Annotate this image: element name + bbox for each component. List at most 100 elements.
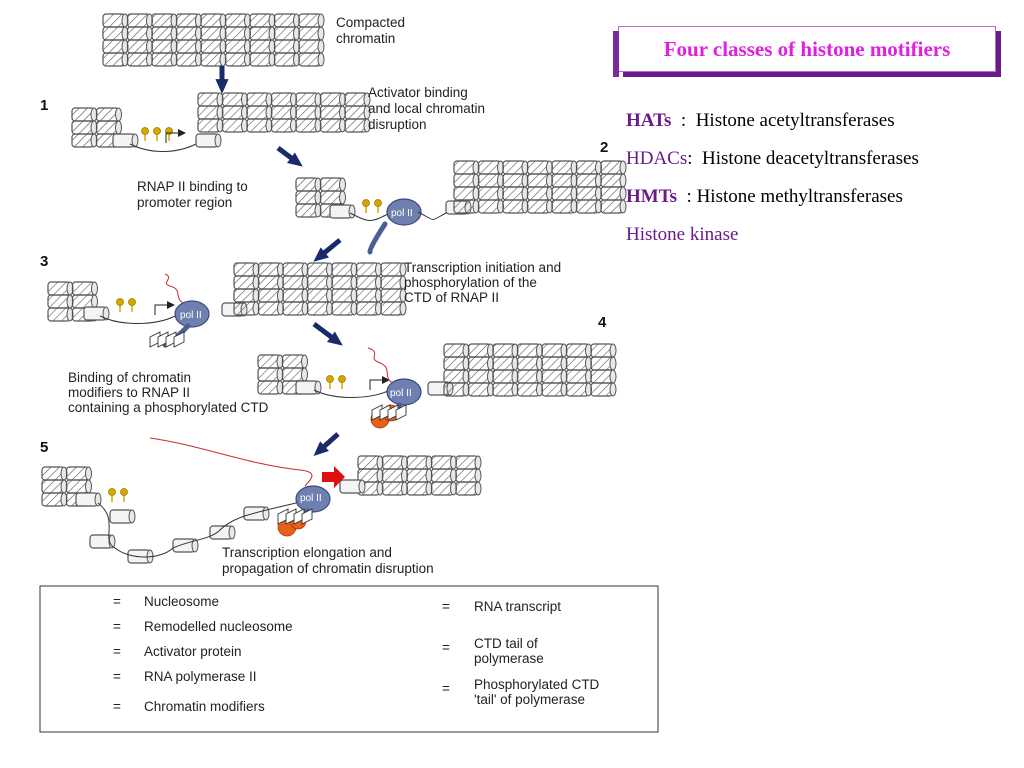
activator-head [120, 488, 128, 496]
nucleosome-face [94, 492, 102, 507]
rna-polymerase [386, 378, 422, 406]
nucleosome-face [474, 455, 482, 470]
legend-eq: = [113, 699, 121, 714]
step-arrow-head [313, 247, 329, 262]
step-arrow-head [287, 152, 303, 167]
pol-label: pol II [300, 493, 322, 504]
class-abbr: HMTs [626, 186, 678, 207]
legend-label-ctd: CTD tail of polymerase [474, 636, 544, 666]
pol-label: pol II [180, 310, 202, 321]
nucleosome-face [474, 468, 482, 483]
nucleosome-face [214, 133, 222, 148]
nucleosome-face [317, 26, 325, 41]
nucleosome-face [474, 481, 482, 496]
rna-transcript [164, 273, 191, 307]
activator-head [153, 127, 161, 135]
class-name: Histone acetyltransferases [695, 110, 895, 131]
legend: = Nucleosome = Remodelled nucleosome = A… [113, 594, 600, 714]
phosphorylated-ctd [395, 404, 407, 421]
nucleosome-face [609, 369, 617, 384]
nucleosome-face [128, 509, 136, 524]
panel-title: Four classes of histone motifiers [663, 36, 951, 61]
ctd-tail [367, 221, 388, 255]
caption-step-4: Binding of chromatin modifiers to RNAP I… [68, 370, 269, 415]
step-number: 3 [40, 253, 48, 270]
legend-eq: = [442, 681, 450, 696]
step-arrow-head [313, 441, 329, 457]
nucleosome-face [358, 479, 366, 494]
tss-arrow [165, 129, 186, 143]
pol-label: pol II [390, 388, 412, 399]
phosphorylated-ctd [301, 508, 313, 525]
rna-polymerase [295, 485, 331, 513]
step-arrow-head [215, 79, 229, 94]
nucleosome-face [91, 281, 98, 296]
step-number: 5 [40, 439, 48, 456]
nucleosome-face [339, 177, 346, 192]
legend-eq: = [113, 644, 121, 659]
class-sep: : [687, 148, 703, 169]
class-row-kinase: Histone kinase [626, 220, 1016, 258]
title-accent-bar [613, 31, 619, 77]
nucleosome-face [228, 525, 236, 540]
title-box: Four classes of histone motifiers [613, 26, 996, 77]
tss-arrow [154, 301, 175, 315]
rna-polymerase [386, 198, 422, 226]
activator-head [128, 298, 136, 306]
step-number: 2 [600, 139, 608, 156]
dna-strand [313, 389, 391, 398]
nucleosome-face [115, 120, 122, 135]
activator-head [374, 199, 382, 207]
nucleosome-face [301, 367, 308, 382]
class-name: Histone kinase [626, 224, 739, 245]
legend-label-rna: RNA transcript [474, 599, 561, 614]
legend-eq: = [113, 619, 121, 634]
legend-eq: = [113, 669, 121, 684]
dna-strand [129, 143, 197, 152]
class-row-hats: HATs : Histone acetyltransferases [626, 106, 1016, 144]
caption-step-2: RNAP II binding to promoter region [137, 179, 252, 210]
rna-transcript [367, 347, 396, 385]
dna-strand [417, 211, 449, 220]
phosphorylated-ctd [173, 331, 185, 348]
class-abbr: HDACs [626, 148, 688, 169]
step-number: 4 [598, 314, 607, 331]
legend-label-remodelled: Remodelled nucleosome [144, 619, 293, 634]
activator-head [362, 199, 370, 207]
nucleosome-face [317, 13, 325, 28]
dna-strand [97, 501, 301, 558]
nucleosome-face [91, 294, 98, 309]
nucleosome-face [619, 199, 627, 214]
nucleosome-face [191, 538, 199, 553]
nucleosome-face [609, 356, 617, 371]
step-arrow-head [327, 331, 343, 346]
dna-strand [99, 315, 176, 324]
nucleosome-face [102, 306, 110, 321]
class-sep: : [671, 110, 696, 131]
nucleosome-face [317, 52, 325, 67]
propagation-arrow [322, 466, 345, 488]
activator-head [108, 488, 116, 496]
nucleosome-face [262, 506, 270, 521]
activator-head [141, 127, 149, 135]
activator-head [326, 375, 334, 383]
tss-arrow [369, 376, 390, 390]
modifier-class-list: HATs : Histone acetyltransferases HDACs:… [626, 106, 1016, 258]
class-name: Histone methyltransferases [696, 186, 903, 207]
nucleosome-face [115, 107, 122, 122]
caption-compacted: Compacted chromatin [336, 15, 409, 46]
nucleosome-face [85, 479, 92, 494]
nucleosome-face [399, 301, 407, 316]
class-row-hdacs: HDACs: Histone deacetyltransferases [626, 144, 1016, 182]
nucleosome-face [317, 39, 325, 54]
nucleosome-face [609, 382, 617, 397]
legend-eq: = [113, 594, 121, 609]
legend-label-nucleosome: Nucleosome [144, 594, 219, 609]
caption-step-3: Transcription initiation and phosphoryla… [404, 260, 565, 305]
legend-box [39, 585, 659, 733]
class-abbr: HATs [626, 110, 672, 131]
pol-label: pol II [391, 208, 413, 219]
activator-head [338, 375, 346, 383]
class-row-hmts: HMTs : Histone methyltransferases [626, 182, 1016, 220]
